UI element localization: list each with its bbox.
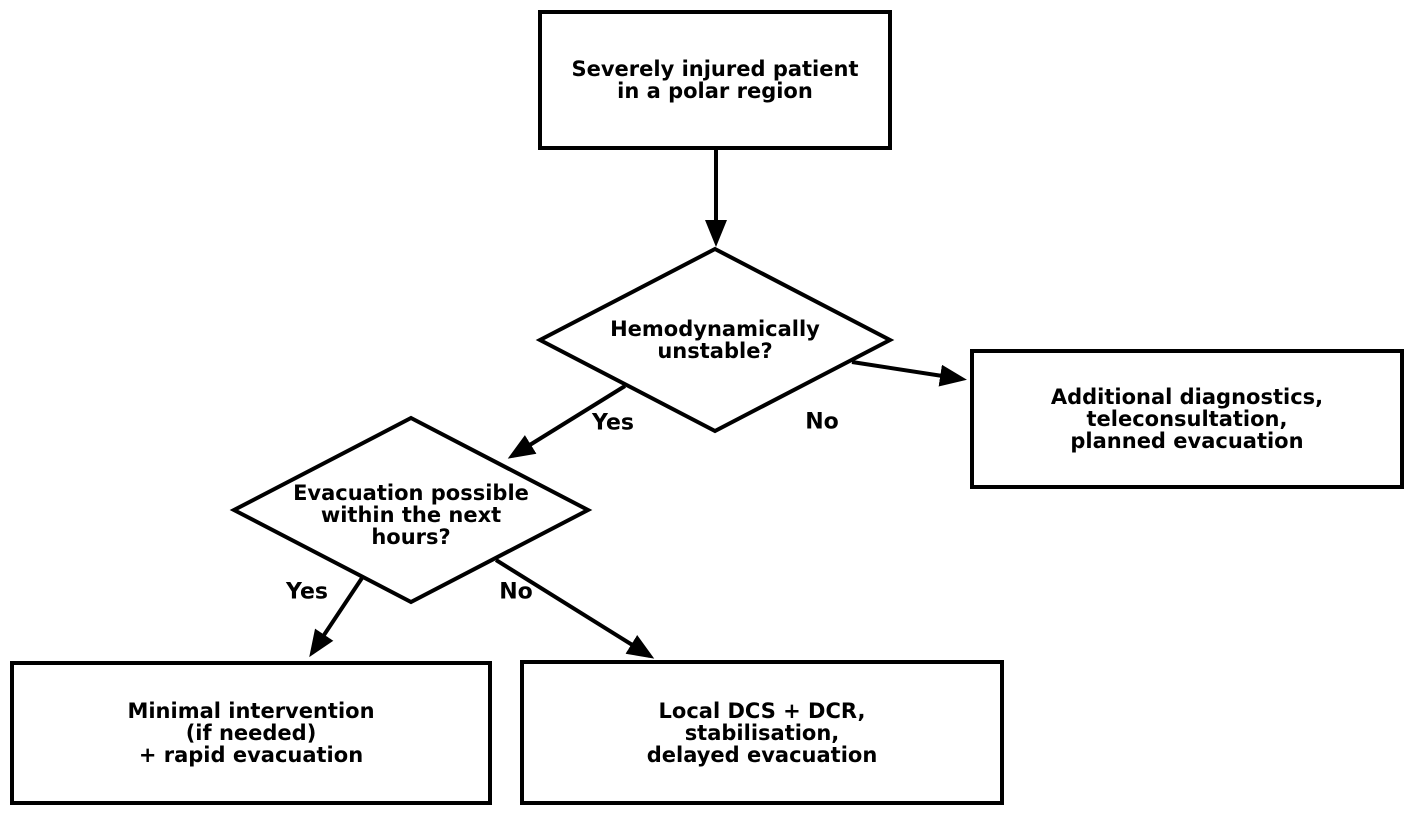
additional-diagnostics-box-shape (970, 349, 1404, 489)
arrow-hemodynamic-no-to-additional (851, 360, 967, 387)
evacuation-possible-diamond-shape (229, 415, 593, 605)
hemodynamically-unstable-diamond-shape (535, 246, 895, 434)
local-dcs-dcr-box-shape (520, 660, 1004, 805)
edge-label-evacuation-yes: Yes (286, 579, 328, 605)
edge-label-hemodynamic-no: No (805, 409, 839, 435)
arrow-evacuation-yes-to-minimal (309, 576, 364, 658)
arrow-hemodynamic-yes-to-evacuation (507, 384, 627, 459)
minimal-intervention-box-shape (10, 661, 492, 805)
edge-label-evacuation-no: No (499, 579, 533, 605)
arrow-evacuation-no-to-local (494, 558, 655, 659)
start-box-shape (538, 10, 892, 150)
edge-label-hemodynamic-yes: Yes (592, 410, 634, 436)
